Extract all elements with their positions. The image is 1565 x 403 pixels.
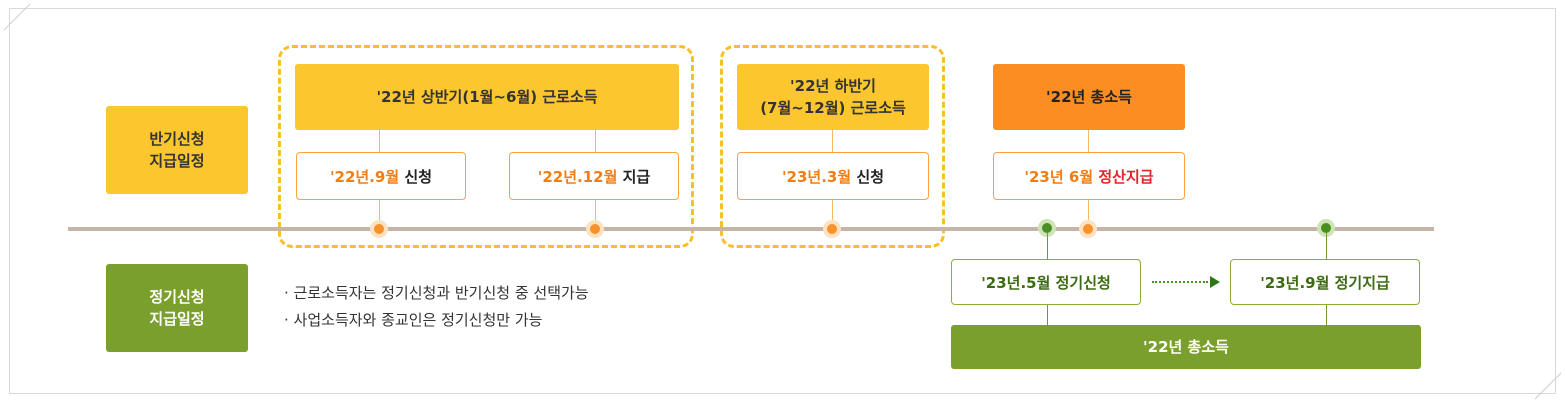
regular-pay-box: '23년.9월 정기지급 — [1230, 259, 1420, 305]
apply-date: '22년.9월 — [329, 167, 400, 186]
timeline-dot — [586, 220, 604, 238]
regular-total-income-bar: '22년 총소득 — [951, 325, 1421, 369]
arrow-line — [1152, 281, 1208, 283]
connector-line — [1088, 130, 1089, 152]
second-half-income-header: '22년 하반기 (7월~12월) 근로소득 — [737, 64, 929, 130]
connector-line — [595, 200, 596, 228]
settle-action: 정산지급 — [1098, 167, 1154, 186]
connector-line — [832, 130, 833, 152]
apply-date: '23년.3월 — [781, 167, 852, 186]
timeline-dot — [1038, 219, 1056, 237]
pay-date: '22년.12월 — [537, 167, 618, 186]
connector-line — [1326, 233, 1327, 259]
connector-line — [832, 200, 833, 228]
connector-line — [595, 130, 596, 152]
settle-date: '23년 6월 — [1024, 167, 1094, 186]
arrow-right-icon — [1210, 276, 1220, 288]
first-half-group — [278, 45, 694, 248]
notes-list: 근로소득자는 정기신청과 반기신청 중 선택가능 사업소득자와 종교인은 정기신… — [284, 280, 804, 334]
connector-line — [1047, 233, 1048, 259]
timeline-dot — [1317, 219, 1335, 237]
timeline-axis — [68, 227, 1434, 231]
pay-action: 지급 — [622, 167, 651, 186]
connector-line — [1088, 200, 1089, 228]
corner-fold-top-left — [3, 3, 31, 31]
timeline-dot — [370, 220, 388, 238]
first-half-income-header: '22년 상반기(1월~6월) 근로소득 — [295, 64, 679, 130]
connector-line — [1047, 305, 1048, 325]
settlement-pay-box: '23년 6월 정산지급 — [993, 152, 1185, 200]
regular-schedule-label: 정기신청 지급일정 — [106, 264, 248, 352]
corner-fold-bottom-right — [1534, 372, 1562, 400]
second-half-apply-box: '23년.3월 신청 — [737, 152, 929, 200]
connector-line — [379, 130, 380, 152]
note-item: 근로소득자는 정기신청과 반기신청 중 선택가능 — [284, 280, 804, 307]
first-half-apply-box: '22년.9월 신청 — [296, 152, 466, 200]
note-item: 사업소득자와 종교인은 정기신청만 가능 — [284, 307, 804, 334]
apply-action: 신청 — [856, 167, 885, 186]
timeline-dot — [1079, 220, 1097, 238]
connector-line — [1326, 305, 1327, 325]
connector-line — [379, 200, 380, 228]
regular-apply-box: '23년.5월 정기신청 — [951, 259, 1141, 305]
apply-action: 신청 — [404, 167, 433, 186]
second-half-group — [720, 45, 945, 248]
timeline-dot — [823, 220, 841, 238]
total-income-header: '22년 총소득 — [993, 64, 1185, 130]
first-half-pay-box: '22년.12월 지급 — [509, 152, 679, 200]
half-year-schedule-label: 반기신청 지급일정 — [106, 106, 248, 194]
